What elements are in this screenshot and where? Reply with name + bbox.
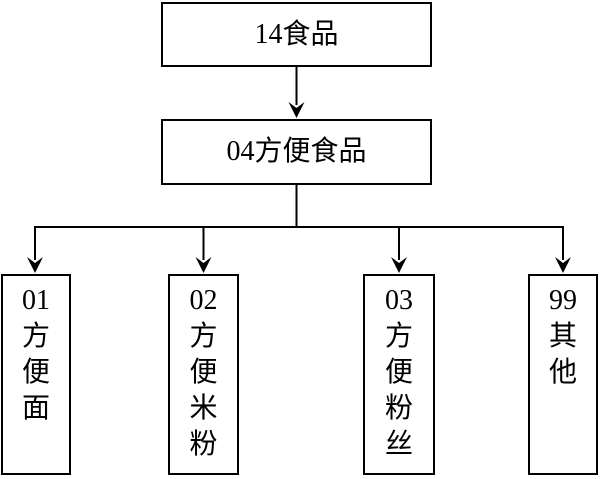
leaf-node-02: 02 方 便 米 粉 bbox=[168, 274, 239, 475]
node-level2: 04方便食品 bbox=[161, 119, 432, 185]
leaf-node-99: 99 其 他 bbox=[528, 274, 598, 475]
arrowhead-down-icon bbox=[288, 102, 305, 118]
arrowhead-down-icon bbox=[391, 257, 407, 273]
arrowhead-down-icon bbox=[195, 257, 212, 273]
arrowhead-down-icon bbox=[27, 257, 43, 273]
leaf-node-03: 03 方 便 粉 丝 bbox=[363, 274, 435, 475]
connector-rail-to-leaf-99 bbox=[555, 226, 571, 273]
node-root-label: 14食品 bbox=[254, 18, 339, 50]
connector-rail-to-leaf-01 bbox=[27, 226, 43, 273]
node-level2-label: 04方便食品 bbox=[226, 136, 367, 167]
connector-rail-to-leaf-02 bbox=[195, 226, 212, 273]
connector-level2-to-rail bbox=[34, 185, 564, 228]
leaf-node-01: 01 方 便 面 bbox=[1, 274, 71, 475]
connector-rail-to-leaf-03 bbox=[391, 226, 407, 273]
node-root: 14食品 bbox=[161, 2, 432, 67]
arrowhead-down-icon bbox=[555, 257, 571, 273]
connector-root-to-level2 bbox=[288, 67, 305, 118]
